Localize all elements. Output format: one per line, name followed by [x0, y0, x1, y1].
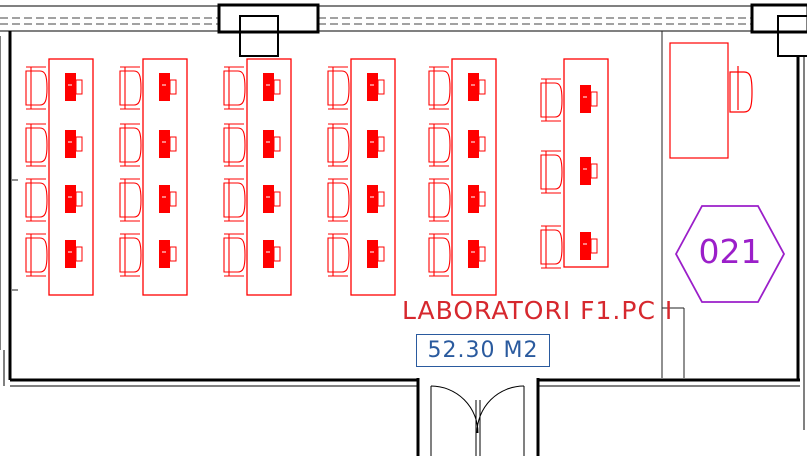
workstation: [540, 150, 598, 194]
room-number-hexagon: [674, 205, 786, 303]
room-area: 52.30 M2: [416, 334, 550, 367]
workstation: [327, 233, 385, 277]
workstation: [119, 233, 177, 277]
workstation: [428, 178, 486, 222]
exterior-wall-top: [0, 5, 752, 32]
workstation: [223, 233, 281, 277]
workstation: [25, 123, 83, 167]
workstation: [25, 66, 83, 110]
workstation: [119, 66, 177, 110]
workstation: [25, 178, 83, 222]
workstation: [327, 66, 385, 110]
workstation: [428, 233, 486, 277]
workstation: [327, 123, 385, 167]
room-name: LABORATORI F1.PC I: [402, 296, 674, 325]
workstation: [428, 66, 486, 110]
workstation: [540, 225, 598, 269]
workstation-column: [540, 58, 609, 269]
workstation: [223, 123, 281, 167]
workstation-column: [25, 58, 94, 296]
workstation-column: [327, 58, 396, 296]
double-door: [430, 385, 525, 456]
workstation: [428, 123, 486, 167]
workstation: [540, 78, 598, 122]
workstation-column: [428, 58, 497, 296]
teacher-desk: [669, 42, 753, 159]
workstation-column: [119, 58, 188, 296]
workstation: [25, 233, 83, 277]
interior-lines: [12, 31, 685, 378]
student-workstations: [25, 58, 609, 296]
room-walls: [0, 31, 805, 456]
structural-columns: [217, 3, 807, 57]
workstation: [119, 123, 177, 167]
workstation: [223, 66, 281, 110]
room-number: 021: [698, 232, 762, 271]
workstation: [119, 178, 177, 222]
workstation-column: [223, 58, 292, 296]
workstation: [223, 178, 281, 222]
workstation: [327, 178, 385, 222]
